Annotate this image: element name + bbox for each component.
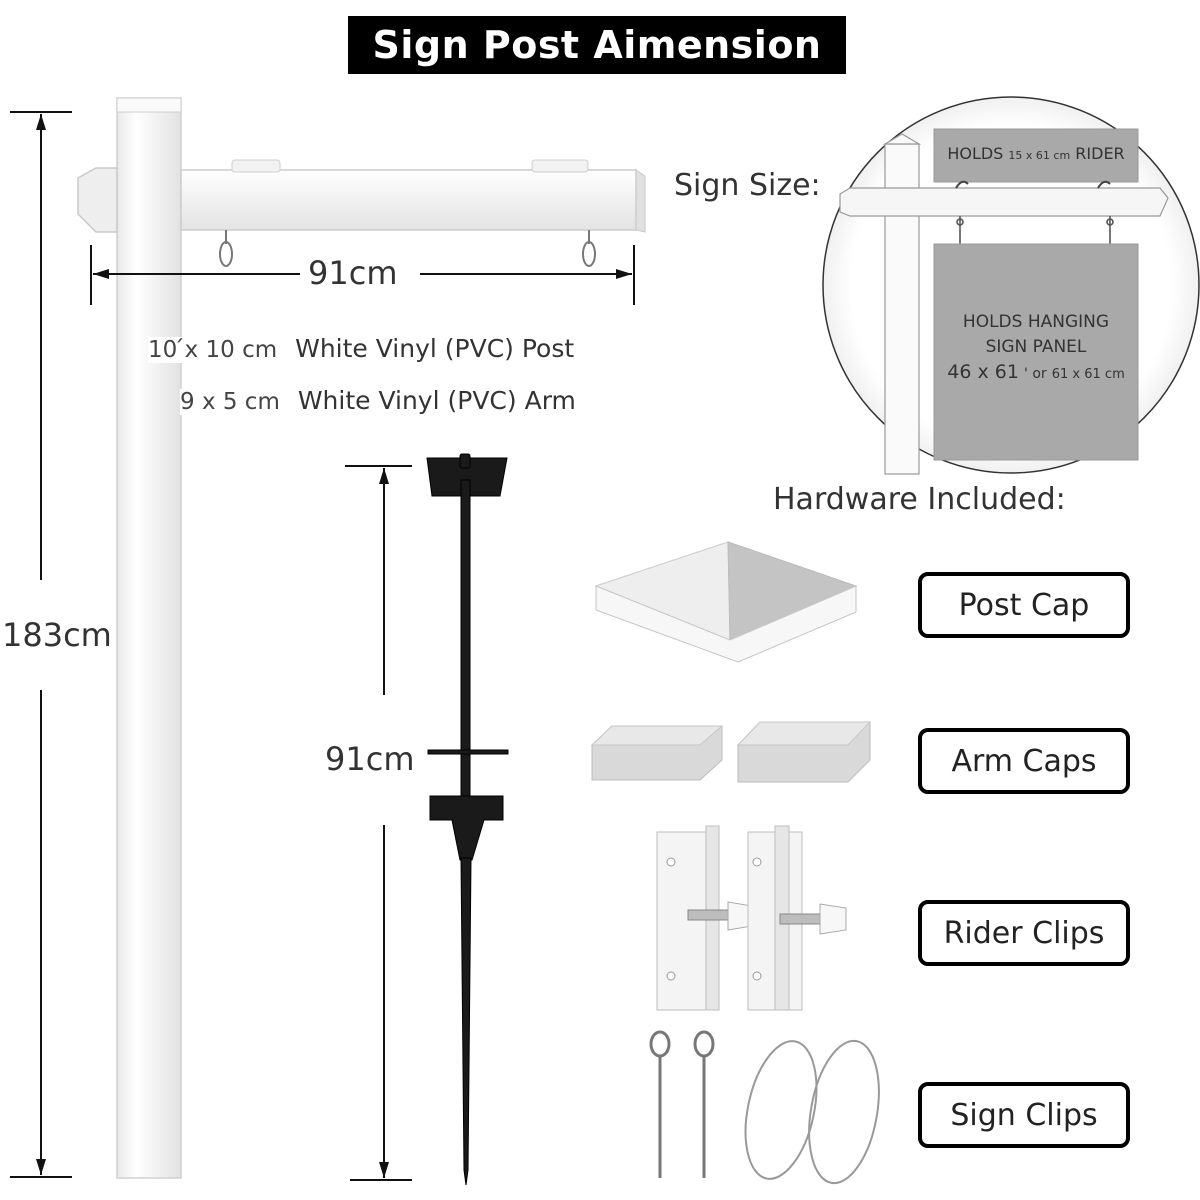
ground-stake <box>426 453 509 1186</box>
post-cap-icon <box>594 541 858 663</box>
hardware-heading: Hardware Included: <box>773 482 1066 517</box>
post-height-label: 183cm <box>0 616 114 654</box>
panel-text: HOLDS HANGING SIGN PANEL 46 x 61 ' or 61… <box>934 310 1138 387</box>
post-spec-description: White Vinyl (PVC) Post <box>295 334 575 363</box>
arm-spec-description: White Vinyl (PVC) Arm <box>297 386 576 415</box>
arm-length-label: 91cm <box>308 254 398 292</box>
hardware-rider-clips-label: Rider Clips <box>918 900 1130 966</box>
sign-size-illustration <box>822 96 1200 475</box>
panel-size-a: 46 x 61 <box>947 361 1019 383</box>
rider-size: 15 x 61 cm <box>1008 149 1071 162</box>
post-spec: 10 ́x 10 cm White Vinyl (PVC) Post <box>148 334 574 363</box>
arm-caps-icon <box>590 721 872 783</box>
hardware-sign-clips-label: Sign Clips <box>918 1082 1130 1148</box>
hardware-post-cap-label: Post Cap <box>918 572 1130 638</box>
sign-size-label: Sign Size: <box>674 168 821 203</box>
rider-text: HOLDS 15 x 61 cm RIDER <box>934 144 1138 163</box>
panel-line-1: HOLDS HANGING <box>962 312 1110 332</box>
panel-or: ' or <box>1024 366 1047 382</box>
hardware-arm-caps-label: Arm Caps <box>918 728 1130 794</box>
stake-length-label: 91cm <box>325 740 415 778</box>
panel-size-line: 46 x 61 ' or 61 x 61 cm <box>934 360 1138 387</box>
vinyl-post <box>116 97 182 1179</box>
page-title: Sign Post Aimension <box>348 16 846 74</box>
panel-size-b: 61 x 61 cm <box>1051 367 1125 382</box>
sign-clips-icon <box>649 1030 880 1185</box>
panel-line-2: SIGN PANEL <box>985 337 1087 357</box>
rider-clips-icon <box>656 825 847 1011</box>
post-spec-size: 10 ́x 10 cm <box>148 337 282 363</box>
arm-dimension-line <box>90 245 635 305</box>
arm-spec-size: 9 x 5 cm <box>180 389 284 415</box>
rider-prefix: HOLDS <box>947 144 1004 163</box>
stake-dimension-line <box>345 465 412 1181</box>
vinyl-arm <box>77 159 646 267</box>
arm-spec: 9 x 5 cm White Vinyl (PVC) Arm <box>180 386 576 415</box>
height-dimension-line <box>10 111 72 1178</box>
rider-suffix: RIDER <box>1075 144 1125 163</box>
